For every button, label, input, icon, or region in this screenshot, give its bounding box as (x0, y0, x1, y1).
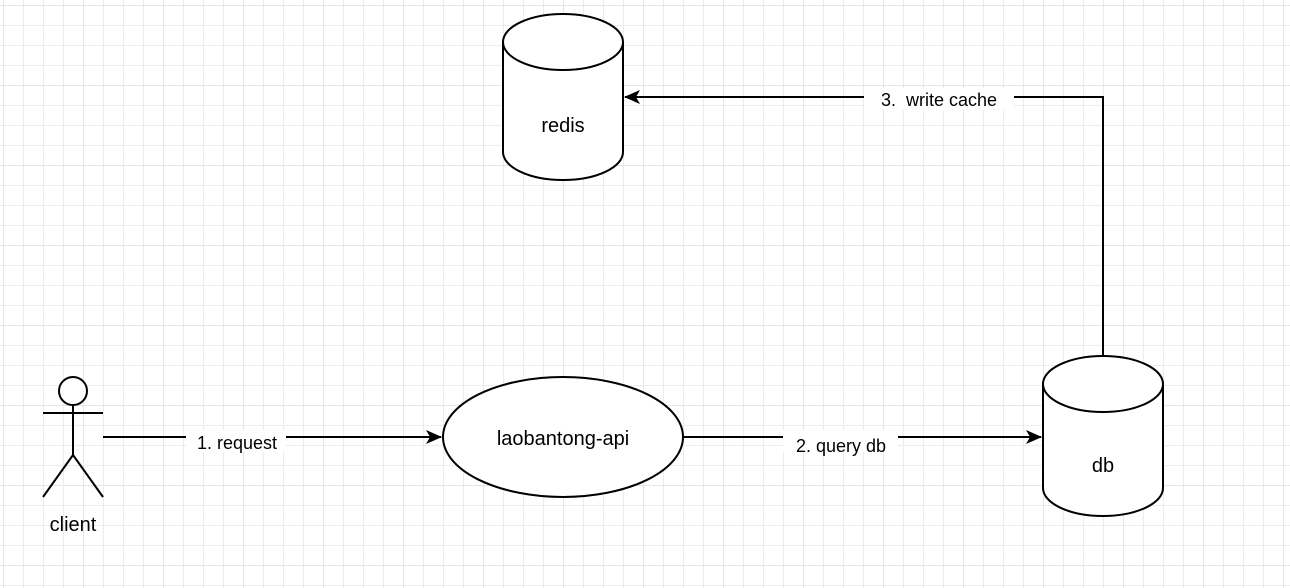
node-client[interactable]: client (42, 376, 104, 536)
edge-query-db-label: 2. query db (796, 436, 886, 456)
node-db-label: db (1092, 455, 1114, 477)
database-icon (1042, 384, 1164, 517)
database-icon (502, 42, 624, 181)
edge-write-cache[interactable]: 3. write cache (624, 88, 1104, 356)
edge-query-db[interactable]: 2. query db (682, 430, 1042, 456)
edge-request[interactable]: 1. request (103, 430, 442, 453)
edge-request-label: 1. request (197, 433, 277, 453)
node-api-label: laobantong-api (497, 428, 629, 450)
node-redis[interactable]: redis (502, 13, 624, 181)
node-redis-label: redis (541, 115, 584, 137)
actor-icon (42, 376, 104, 498)
node-api[interactable]: laobantong-api (442, 376, 684, 498)
node-db[interactable]: db (1042, 355, 1164, 517)
edge-write-cache-label: 3. write cache (881, 90, 997, 110)
node-client-label: client (50, 514, 97, 536)
